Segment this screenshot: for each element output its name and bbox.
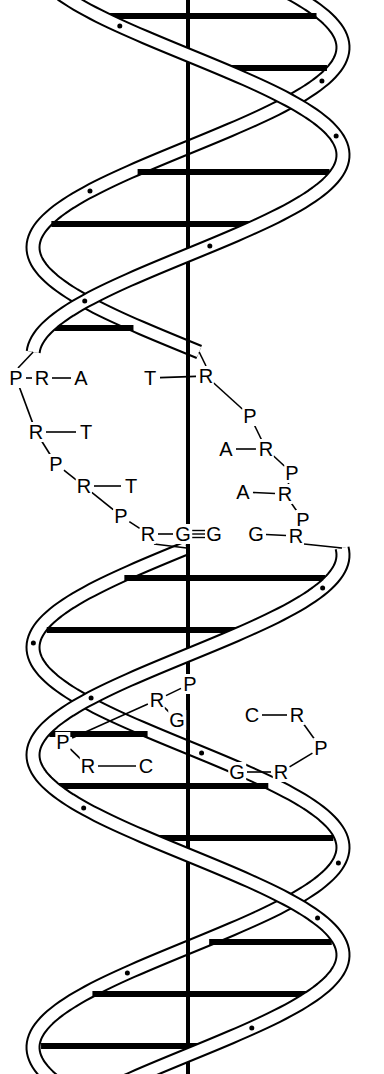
ribbon-dot [315,916,320,921]
nucleotide-label: G [247,524,265,544]
base-pair-rung [47,627,240,633]
base-pair-rung [92,991,306,997]
nucleotide-label: P [8,368,23,388]
backbone-link [18,352,33,368]
bond-line [213,383,242,410]
triple-bond-line [192,537,205,538]
front-strand-fill [33,0,343,352]
nucleotide-label: G [174,524,192,544]
nucleotide-label: T [79,422,93,442]
bond-line [290,753,313,767]
ribbon-dot [31,641,36,646]
ribbon-dots [31,24,341,1031]
bond-line [253,492,275,493]
nucleotide-label: T [143,368,157,388]
bond-line [26,377,32,379]
front-strand-outline [33,548,343,1074]
triple-bond-line [192,530,205,531]
chemical-bonds [18,352,342,772]
ribbon-dot [125,971,130,976]
base-pair-rung [155,835,333,841]
base-pair-rung [51,221,252,227]
nucleotide-label: R [289,705,305,725]
ribbon-dot [117,24,122,29]
backbone-link [304,544,342,548]
bond-line [262,714,287,716]
bond-line [129,522,139,529]
nucleotide-label: C [138,756,154,776]
nucleotide-label: R [28,422,44,442]
nucleotide-label: R [288,526,304,546]
base-pair-rung [209,939,332,945]
bond-line [98,765,136,767]
nucleotide-label: P [313,738,328,758]
nucleotide-label: R [76,476,92,496]
front-strand-fill [33,548,343,1074]
ribbon-dot [87,189,92,194]
nucleotide-label: R [140,524,156,544]
bond-line [266,534,286,535]
ribbon-dot [199,751,204,756]
nucleotide-label: A [73,368,88,388]
bond-line [166,688,181,695]
nucleotide-label: T [124,476,138,496]
bond-line [72,704,148,738]
nucleotide-label: A [235,482,250,502]
nucleotide-label: A [218,439,233,459]
nucleotide-label: P [48,454,63,474]
back-strand [33,0,343,1074]
bond-line [236,448,256,450]
nucleotide-label: G [205,524,223,544]
base-pair-rung [59,783,268,789]
base-pair-rung [138,169,330,175]
ribbon-dot [319,79,324,84]
base-pair-rung [107,13,317,19]
nucleotide-label: P [284,463,299,483]
base-pair-rung [41,1043,202,1049]
bond-line [64,470,76,480]
bond-line [158,533,173,535]
nucleotide-label: P [182,674,197,694]
ribbon-dot [82,299,87,304]
nucleotide-label: R [149,690,165,710]
bond-line [19,387,32,422]
bond-line [92,492,113,509]
base-pair-rung [55,325,134,331]
ribbon-dot [320,586,325,591]
ribbon-dot [336,861,341,866]
bond-line [247,771,271,773]
front-strand-outline [33,0,343,352]
nucleotide-label: R [258,439,274,459]
bond-line [52,377,71,379]
backbone-link [199,352,206,366]
nucleotide-label: C [244,705,260,725]
ribbon-dot [89,696,94,701]
nucleotide-label: P [113,506,128,526]
nucleotide-label: R [34,368,50,388]
ribbon-dot [334,134,339,139]
ribbon-dot [249,1026,254,1031]
nucleotide-label: G [228,762,246,782]
nucleotide-label: G [168,710,186,730]
ribbon-dot [81,806,86,811]
backbone-link [154,544,187,548]
bond-line [46,431,76,433]
bond-line [273,456,284,466]
nucleotide-label: R [80,756,96,776]
ribbon-dot [207,244,212,249]
bond-line [254,425,261,440]
triple-bond-line [192,533,205,534]
nucleotide-label: R [198,366,214,386]
front-strand [33,0,343,1074]
bond-line [160,376,196,377]
nucleotide-label: R [277,484,293,504]
bond-line [94,485,121,487]
nucleotide-label: R [273,762,289,782]
base-pair-rung [124,575,325,581]
nucleotide-label: P [55,732,70,752]
nucleotide-label: P [242,406,257,426]
